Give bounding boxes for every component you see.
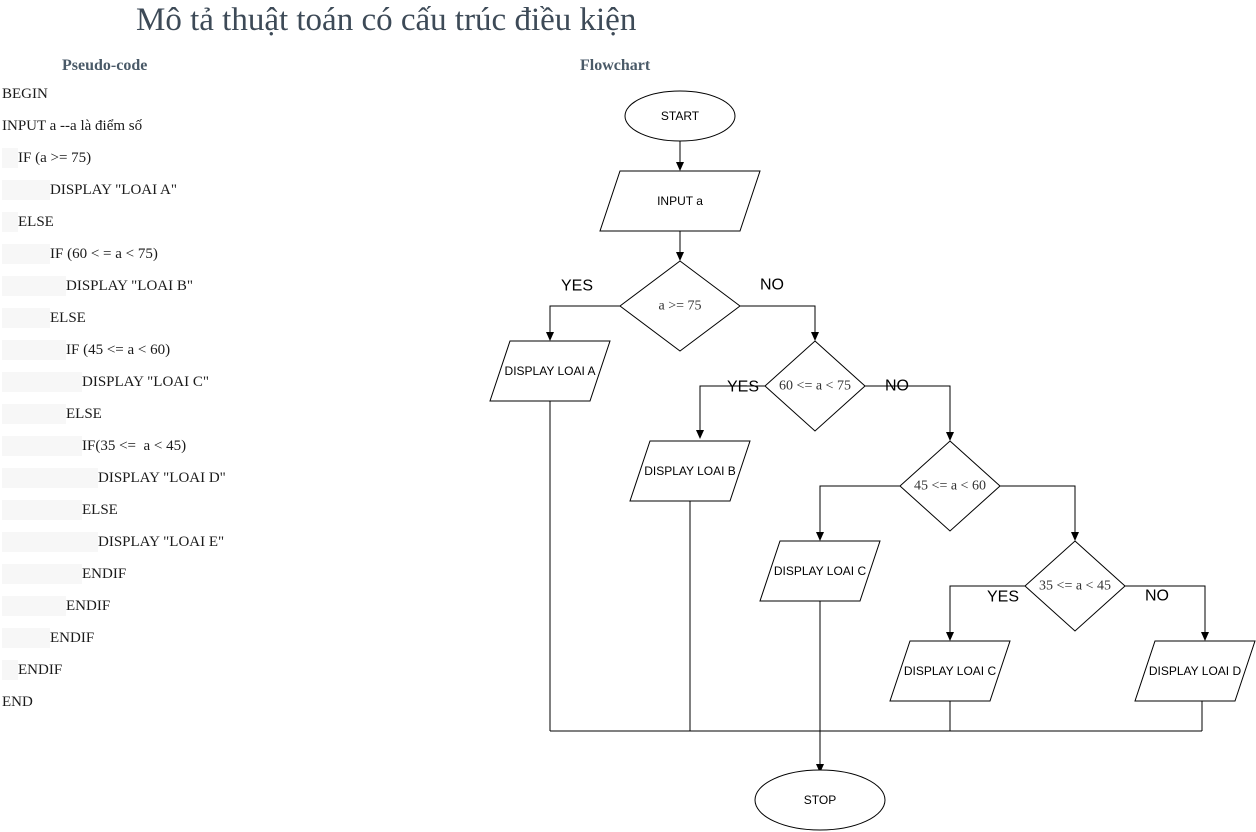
start-label: START: [661, 109, 700, 123]
pseudocode-line: ENDIF: [2, 660, 62, 680]
display-d-label: DISPLAY LOAI D: [1149, 664, 1242, 678]
pseudocode-line-text: DISPLAY "LOAI C": [82, 374, 209, 390]
pseudocode-line-text: IF (45 <= a < 60): [66, 342, 171, 358]
pseudocode-line: ENDIF: [2, 596, 110, 616]
display-d-parallelogram: [1134, 640, 1256, 702]
indent-spacer: [2, 404, 66, 424]
indent-spacer: [2, 372, 82, 392]
indent-spacer: [2, 532, 98, 552]
display-a-parallelogram: [489, 340, 611, 402]
pseudocode-line: IF (a >= 75): [2, 148, 91, 168]
display-a-label: DISPLAY LOAI A: [505, 364, 596, 378]
pseudocode-line: END: [2, 692, 33, 712]
decision4-yes-label: YES: [987, 589, 1019, 606]
pseudocode-line-text: INPUT a --a là điểm số: [2, 118, 143, 134]
display-c2-label: DISPLAY LOAI C: [904, 664, 997, 678]
input-parallelogram: [599, 170, 761, 232]
indent-spacer: [2, 148, 18, 168]
indent-spacer: [2, 308, 50, 328]
pseudocode-heading: Pseudo-code: [62, 57, 148, 74]
indent-spacer: [2, 180, 50, 200]
pseudocode-line: DISPLAY "LOAI A": [2, 180, 177, 200]
pseudocode-line-text: ELSE: [50, 310, 86, 326]
pseudocode-line: INPUT a --a là điểm số: [2, 116, 142, 136]
pseudocode-line: DISPLAY "LOAI E": [2, 532, 224, 552]
pseudocode-line-text: ENDIF: [66, 598, 111, 614]
indent-spacer: [2, 468, 98, 488]
input-label: INPUT a: [657, 194, 703, 208]
indent-spacer: [2, 628, 50, 648]
decision1-yes-label: YES: [561, 278, 593, 295]
display-b-label: DISPLAY LOAI B: [644, 464, 736, 478]
decision4-no-label: NO: [1145, 588, 1169, 605]
decision1-no-label: NO: [760, 277, 784, 294]
pseudocode-line: IF (45 <= a < 60): [2, 340, 170, 360]
pseudocode-line-text: IF (60 < = a < 75): [50, 246, 158, 262]
edge-decision3-yes: [816, 485, 900, 541]
pseudocode-line-text: ENDIF: [18, 662, 63, 678]
pseudocode-line-text: DISPLAY "LOAI D": [98, 470, 226, 486]
edge-decision3-no: [1000, 485, 1079, 541]
pseudocode-line: ENDIF: [2, 564, 126, 584]
decision2-label: 60 <= a < 75: [779, 379, 851, 394]
edge-decision1-yes: [546, 305, 620, 341]
indent-spacer: [2, 340, 66, 360]
pseudocode-line-text: ENDIF: [50, 630, 95, 646]
indent-spacer: [2, 660, 18, 680]
pseudocode-line: BEGIN: [2, 84, 48, 104]
pseudocode-line: ELSE: [2, 308, 86, 328]
indent-spacer: [2, 276, 66, 296]
decision1-label: a >= 75: [658, 299, 701, 314]
pseudocode-line: IF(35 <= a < 45): [2, 436, 186, 456]
pseudocode-line-text: ENDIF: [82, 566, 127, 582]
pseudocode-line: IF (60 < = a < 75): [2, 244, 158, 264]
edge-decision4-no: [1125, 585, 1209, 641]
indent-spacer: [2, 244, 50, 264]
decision4-diamond: [1024, 540, 1126, 632]
pseudocode-line-text: ELSE: [66, 406, 102, 422]
pseudocode-line-text: ELSE: [82, 502, 118, 518]
pseudocode-line: DISPLAY "LOAI D": [2, 468, 226, 488]
start-terminal: [624, 90, 736, 142]
stop-label: STOP: [804, 793, 836, 807]
edge-decision1-no: [740, 305, 819, 341]
pseudocode-line-text: IF(35 <= a < 45): [82, 438, 187, 454]
pseudocode-line: DISPLAY "LOAI B": [2, 276, 193, 296]
pseudocode-line: ENDIF: [2, 628, 94, 648]
pseudocode-line-text: DISPLAY "LOAI A": [50, 182, 177, 198]
decision2-no-label: NO: [885, 378, 909, 395]
indent-spacer: [2, 212, 18, 232]
decision3-diamond: [899, 440, 1001, 532]
indent-spacer: [2, 436, 82, 456]
pseudocode-line: DISPLAY "LOAI C": [2, 372, 209, 392]
pseudocode-line-text: IF (a >= 75): [18, 150, 92, 166]
decision2-yes-label: YES: [727, 379, 759, 396]
indent-spacer: [2, 564, 82, 584]
pseudocode-line-text: ELSE: [18, 214, 54, 230]
pseudocode-line: ELSE: [2, 212, 54, 232]
decision4-label: 35 <= a < 45: [1039, 579, 1111, 594]
indent-spacer: [2, 500, 82, 520]
display-c2-parallelogram: [889, 640, 1011, 702]
pseudocode-line-text: END: [2, 694, 33, 710]
stop-terminal: [754, 769, 886, 831]
page-title: Mô tả thuật toán có cấu trúc điều kiện: [136, 2, 637, 38]
pseudocode-line: ELSE: [2, 500, 118, 520]
edge-decision2-yes: [696, 385, 765, 439]
decision2-diamond: [764, 340, 866, 432]
pseudocode-line-text: DISPLAY "LOAI B": [66, 278, 193, 294]
display-c1-label: DISPLAY LOAI C: [774, 564, 867, 578]
decision3-label: 45 <= a < 60: [914, 479, 986, 494]
pseudocode-line-text: DISPLAY "LOAI E": [98, 534, 225, 550]
indent-spacer: [2, 596, 66, 616]
flowchart-heading: Flowchart: [580, 57, 651, 74]
edge-decision4-yes: [946, 585, 1025, 641]
pseudocode-line-text: BEGIN: [2, 86, 48, 102]
edge-decision2-no: [865, 385, 954, 441]
display-b-parallelogram: [629, 440, 751, 502]
pseudocode-line: ELSE: [2, 404, 102, 424]
decision1-diamond: [619, 260, 741, 352]
display-c1-parallelogram: [759, 540, 881, 602]
